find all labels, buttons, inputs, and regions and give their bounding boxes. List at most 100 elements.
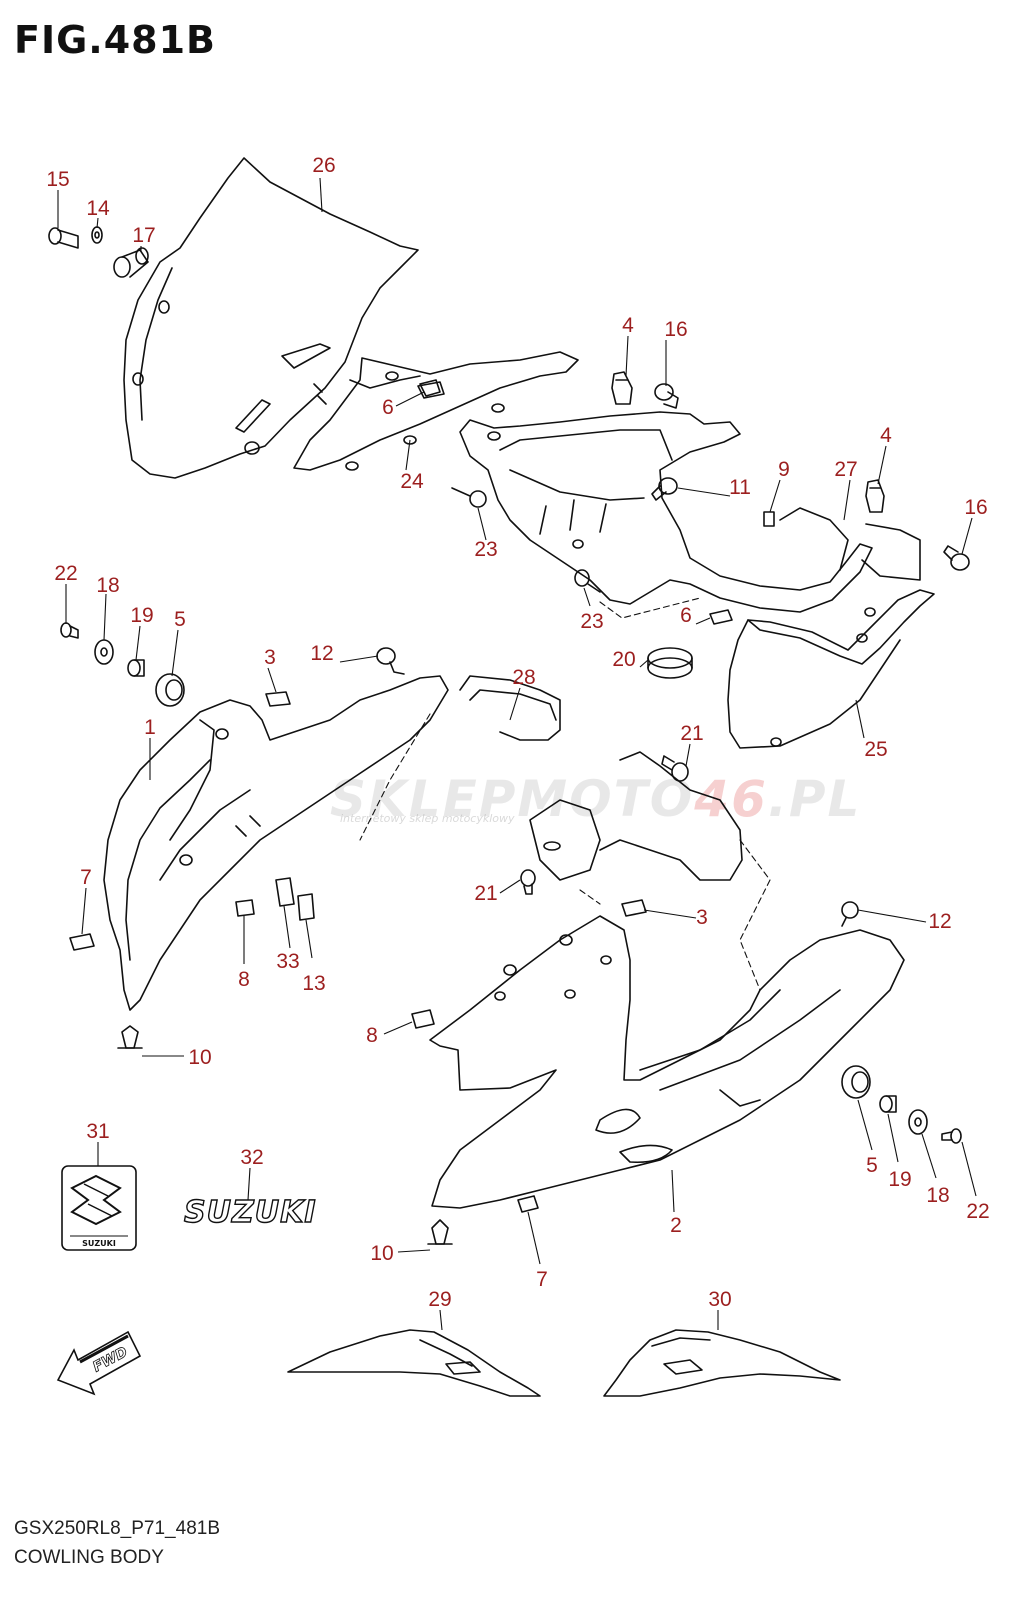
part-12-screw-a	[376, 647, 405, 675]
part-21-bolt-b	[520, 869, 536, 895]
part-20-grommet	[647, 647, 693, 679]
callout-10-a: 10	[188, 1046, 211, 1069]
callout-10-b: 10	[370, 1242, 393, 1265]
callout-27: 27	[834, 458, 857, 481]
part-27-center-cowl	[459, 411, 921, 613]
watermark: SKLEPMOTO46.PL	[330, 770, 861, 828]
callout-18-a: 18	[96, 574, 119, 597]
part-9-rubber	[763, 511, 775, 527]
part-7-clip-a	[69, 933, 95, 951]
leader-lines	[57, 177, 977, 1331]
callout-8-b: 8	[366, 1024, 378, 1047]
callout-12-b: 12	[928, 910, 951, 933]
part-22-bolt-a	[60, 622, 79, 639]
part-16-bolt-a	[654, 383, 679, 409]
callout-19-b: 19	[888, 1168, 911, 1191]
part-10-rivet-a	[117, 1025, 143, 1049]
part-15-screw	[48, 227, 79, 249]
callout-9: 9	[778, 458, 790, 481]
watermark-prefix: SKLEPMOTO	[330, 770, 695, 828]
part-32-logo: SUZUKI	[183, 1194, 317, 1230]
callout-13: 13	[302, 972, 325, 995]
footer-model-code: GSX250RL8_P71_481B	[14, 1518, 220, 1539]
callout-23-b: 23	[580, 610, 603, 633]
callout-3-b: 3	[696, 906, 708, 929]
callout-6-a: 6	[382, 396, 394, 419]
callout-5-a: 5	[174, 608, 186, 631]
callout-21-a: 21	[680, 722, 703, 745]
part-7-clip-b	[517, 1195, 539, 1213]
callout-4-b: 4	[880, 424, 892, 447]
callout-29: 29	[428, 1288, 451, 1311]
callout-1: 1	[144, 716, 156, 739]
part-26-windscreen	[123, 157, 419, 479]
part-1-left-cowl	[103, 675, 449, 1011]
callout-31: 31	[86, 1120, 109, 1143]
part-33-label	[275, 877, 295, 907]
callout-30: 30	[708, 1288, 731, 1311]
callout-21-b: 21	[474, 882, 497, 905]
part-4-clip-b	[865, 479, 885, 513]
part-13-label	[297, 893, 315, 921]
callout-labels: 15 14 17 26 4 16 6 24 9 27 4 11 16 23 23…	[46, 154, 989, 1311]
part-16-bolt-b	[943, 545, 970, 571]
callout-25: 25	[864, 738, 887, 761]
callout-15: 15	[46, 168, 69, 191]
part-29-decal	[287, 1329, 541, 1397]
badge-text: SUZUKI	[82, 1239, 116, 1248]
callout-7-a: 7	[80, 866, 92, 889]
callout-28: 28	[512, 666, 535, 689]
part-28-bracket	[459, 675, 743, 881]
callout-3-a: 3	[264, 646, 276, 669]
callout-18-b: 18	[926, 1184, 949, 1207]
callout-2: 2	[670, 1214, 682, 1237]
callout-24: 24	[400, 470, 424, 493]
logo-text: SUZUKI	[184, 1195, 317, 1230]
fwd-arrow-icon: FWD	[56, 1330, 142, 1396]
part-19-collar-b	[879, 1095, 897, 1113]
part-8-nut-a	[235, 899, 255, 917]
part-14-washer	[91, 226, 103, 244]
footer-section-name: COWLING BODY	[14, 1547, 164, 1568]
part-4-clip-a	[611, 371, 633, 405]
part-22-bolt-b	[941, 1128, 962, 1144]
part-10-rivet-b	[427, 1219, 453, 1245]
part-23-screw-b	[574, 569, 601, 593]
part-25-side-panel	[727, 589, 935, 749]
part-17-nut	[113, 247, 149, 278]
callout-14: 14	[86, 197, 110, 220]
callout-32: 32	[240, 1146, 263, 1169]
callout-12-a: 12	[310, 642, 333, 665]
part-3-nut-a	[265, 691, 291, 707]
part-3-nut-b	[621, 899, 647, 917]
callout-16-b: 16	[964, 496, 987, 519]
callout-33: 33	[276, 950, 299, 973]
part-18-washer-b	[908, 1109, 928, 1135]
callout-17: 17	[132, 224, 155, 247]
part-24-inner-panel	[293, 351, 579, 471]
reference-lines	[359, 597, 771, 991]
part-5-grommet-a	[155, 673, 185, 707]
watermark-subtitle: internetowy sklep motocyklowy	[340, 812, 515, 825]
callout-11: 11	[729, 476, 751, 499]
part-12-screw-b	[841, 901, 859, 927]
part-2-right-cowl	[429, 915, 905, 1209]
part-31-badge: SUZUKI	[61, 1165, 137, 1251]
part-30-decal	[603, 1329, 841, 1397]
figure-title: FIG.481B	[14, 18, 217, 62]
part-6-nut-b	[709, 609, 733, 625]
callout-22-b: 22	[966, 1200, 989, 1223]
part-11-screw	[651, 477, 678, 501]
part-6-nut-a	[417, 381, 445, 399]
part-18-washer-a	[94, 639, 114, 665]
callout-7-b: 7	[536, 1268, 548, 1291]
part-8-nut-b	[411, 1009, 435, 1029]
part-5-grommet-b	[841, 1065, 871, 1099]
callout-26: 26	[312, 154, 335, 177]
callout-6-b: 6	[680, 604, 692, 627]
part-23-screw-a	[451, 487, 487, 508]
part-21-bolt-a	[661, 755, 689, 782]
callout-20: 20	[612, 648, 635, 671]
callout-19-a: 19	[130, 604, 153, 627]
